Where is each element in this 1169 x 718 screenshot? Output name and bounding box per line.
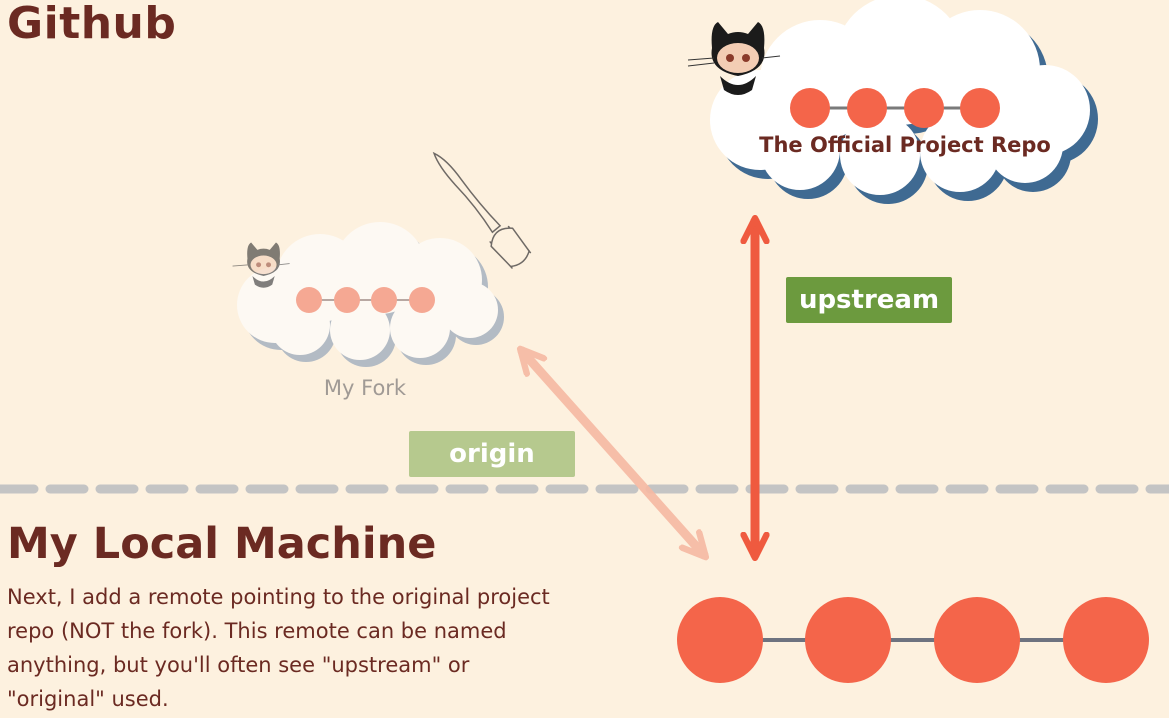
github-heading: Github <box>7 0 177 49</box>
fork-commit <box>296 287 322 313</box>
upstream-badge: upstream <box>786 277 952 323</box>
fork-commit <box>371 287 397 313</box>
description-text: Next, I add a remote pointing to the ori… <box>7 585 550 711</box>
fork-commit <box>409 287 435 313</box>
fork-icon <box>432 151 532 269</box>
octocat-icon <box>687 22 781 95</box>
origin-arrow <box>522 351 704 555</box>
fork-label: My Fork <box>323 376 407 400</box>
official-repo-cloud-icon <box>710 0 1098 204</box>
official-commit <box>847 88 887 128</box>
official-commit <box>904 88 944 128</box>
official-repo-commits <box>790 88 1000 128</box>
local-commit <box>805 597 891 683</box>
local-commit <box>934 597 1020 683</box>
official-commit <box>790 88 830 128</box>
official-commit <box>960 88 1000 128</box>
fork-commits <box>296 287 435 313</box>
fork-commit <box>334 287 360 313</box>
local-machine-heading: My Local Machine <box>7 519 437 569</box>
octocat-faded-icon <box>232 242 290 288</box>
local-repo-commits <box>677 597 1149 683</box>
origin-badge: origin <box>409 431 575 477</box>
local-commit <box>677 597 763 683</box>
local-commit <box>1063 597 1149 683</box>
official-repo-label: The Official Project Repo <box>759 133 1051 157</box>
